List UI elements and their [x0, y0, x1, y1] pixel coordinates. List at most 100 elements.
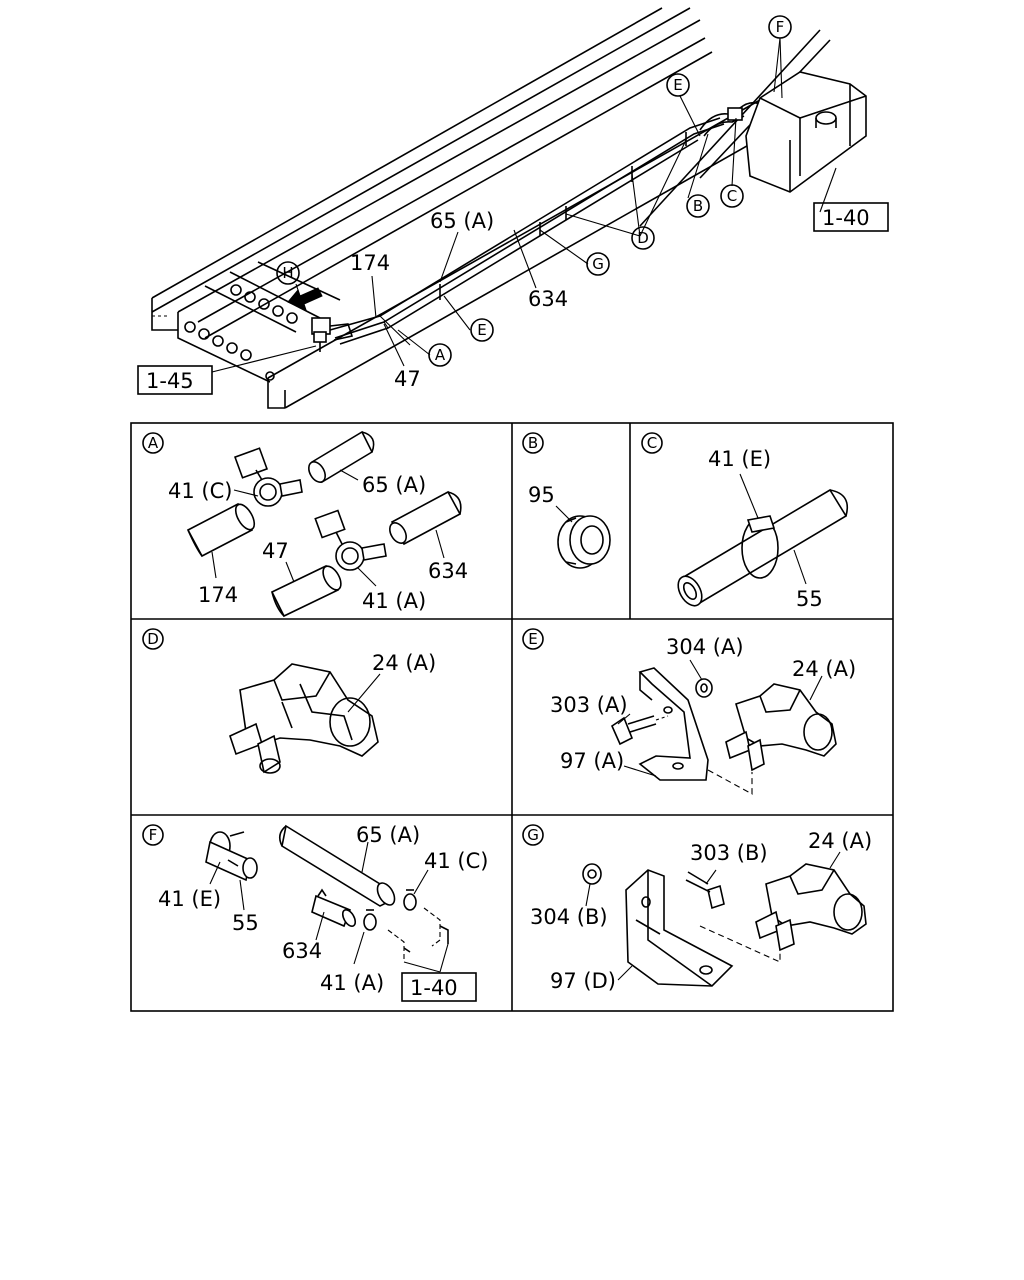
label-47: 47: [394, 367, 421, 391]
label-65a-f: 65 (A): [356, 823, 420, 847]
callout-d: D: [631, 226, 655, 250]
svg-text:E: E: [477, 321, 486, 339]
label-41a: 41 (A): [362, 589, 426, 613]
svg-text:1-45: 1-45: [146, 369, 194, 393]
clip-24a: [229, 663, 379, 774]
bracket-97a: [638, 667, 709, 781]
panel-letter-c: C: [641, 432, 663, 454]
label-41e-f: 41 (E): [158, 887, 221, 911]
svg-text:H: H: [282, 264, 293, 282]
label-41e: 41 (E): [708, 447, 771, 471]
panel-letter-b: B: [522, 432, 544, 454]
clamp-41a-f: [363, 909, 377, 931]
hose-634: [389, 490, 462, 546]
label-97a: 97 (A): [560, 749, 624, 773]
callout-c: C: [720, 184, 744, 208]
svg-text:1-40: 1-40: [410, 976, 458, 1000]
svg-text:B: B: [693, 197, 703, 215]
label-304a: 304 (A): [666, 635, 744, 659]
ref-box-1-45: 1-45: [137, 365, 213, 395]
nut-304b: [582, 863, 602, 885]
hose-65a: [308, 430, 375, 484]
frame-rail: [151, 7, 831, 409]
label-634: 634: [528, 287, 568, 311]
panel-f: F: [142, 823, 488, 1002]
panel-e: E 304 (A) 24 (A) 3: [522, 628, 856, 795]
view-arrow-icon: [287, 287, 323, 311]
svg-text:C: C: [647, 434, 657, 452]
clamp-41c-f: [403, 889, 417, 911]
panel-g: G 303 (B) 24 (A) 3: [522, 824, 872, 993]
svg-text:C: C: [727, 187, 737, 205]
label-24a-g: 24 (A): [808, 829, 872, 853]
label-304b: 304 (B): [530, 905, 608, 929]
svg-text:E: E: [528, 630, 537, 648]
clip-24a-g: [755, 863, 867, 952]
clamp-41e: [741, 515, 779, 579]
hose-634-f: [311, 888, 357, 928]
label-24a-e: 24 (A): [792, 657, 856, 681]
svg-text:G: G: [527, 826, 539, 844]
ref-box-1-40-f: 1-40: [401, 972, 477, 1002]
callout-b: B: [686, 194, 710, 218]
overview-leaders: [211, 37, 837, 373]
callout-a: A: [428, 343, 452, 367]
label-24a: 24 (A): [372, 651, 436, 675]
ref-box-1-40: 1-40: [813, 202, 889, 232]
fitting-41e-55: [205, 831, 258, 882]
panel-letter-f: F: [142, 824, 164, 846]
label-303b: 303 (B): [690, 841, 768, 865]
panel-letter-a: A: [142, 432, 164, 454]
callout-g: G: [586, 252, 610, 276]
label-303a: 303 (A): [550, 693, 628, 717]
panel-a: A: [142, 430, 468, 618]
engine-fitting: [311, 317, 354, 352]
label-65a: 65 (A): [430, 209, 494, 233]
overview-illustration: 174 65 (A) 634 47 1-45 1-40 H A E G D B …: [137, 7, 889, 409]
panel-letter-d: D: [142, 628, 164, 650]
nut-304a: [695, 678, 713, 698]
label-65a: 65 (A): [362, 473, 426, 497]
svg-text:F: F: [776, 18, 785, 36]
svg-text:D: D: [637, 229, 649, 247]
label-634: 634: [428, 559, 468, 583]
label-174: 174: [198, 583, 238, 607]
label-41c-f: 41 (C): [424, 849, 488, 873]
callout-f: F: [768, 15, 792, 39]
svg-text:1-40: 1-40: [822, 206, 870, 230]
hose-47: [270, 564, 342, 618]
callout-e-upper: E: [666, 73, 690, 97]
bracket-97d: [625, 869, 734, 987]
callout-h: H: [276, 261, 300, 285]
hose-55: [677, 488, 849, 607]
svg-text:A: A: [148, 434, 159, 452]
grommet-95: [557, 515, 611, 569]
clamp-41c: [233, 447, 303, 507]
label-634-f: 634: [282, 939, 322, 963]
svg-text:B: B: [528, 434, 538, 452]
label-55: 55: [796, 587, 823, 611]
svg-text:G: G: [592, 255, 604, 273]
panel-letter-e: E: [522, 628, 544, 650]
bolt-303a: [610, 715, 669, 746]
panel-c: C 41 (E) 55: [641, 432, 849, 611]
label-97d: 97 (D): [550, 969, 616, 993]
bolt-303b: [685, 871, 725, 910]
canister: [745, 71, 867, 193]
label-55-f: 55: [232, 911, 259, 935]
panel-d: D 24 (A): [142, 628, 436, 774]
callout-e-lower: E: [470, 318, 494, 342]
label-47: 47: [262, 539, 289, 563]
hose-174: [186, 502, 256, 558]
svg-text:F: F: [149, 826, 158, 844]
svg-text:E: E: [673, 76, 682, 94]
detail-grid: [130, 422, 894, 1012]
clip-24a-e: [725, 683, 837, 772]
label-41c: 41 (C): [168, 479, 232, 503]
label-174: 174: [350, 251, 390, 275]
label-95: 95: [528, 483, 555, 507]
label-41a-f: 41 (A): [320, 971, 384, 995]
panel-b: B 95: [522, 432, 611, 569]
panel-letter-g: G: [522, 824, 544, 846]
